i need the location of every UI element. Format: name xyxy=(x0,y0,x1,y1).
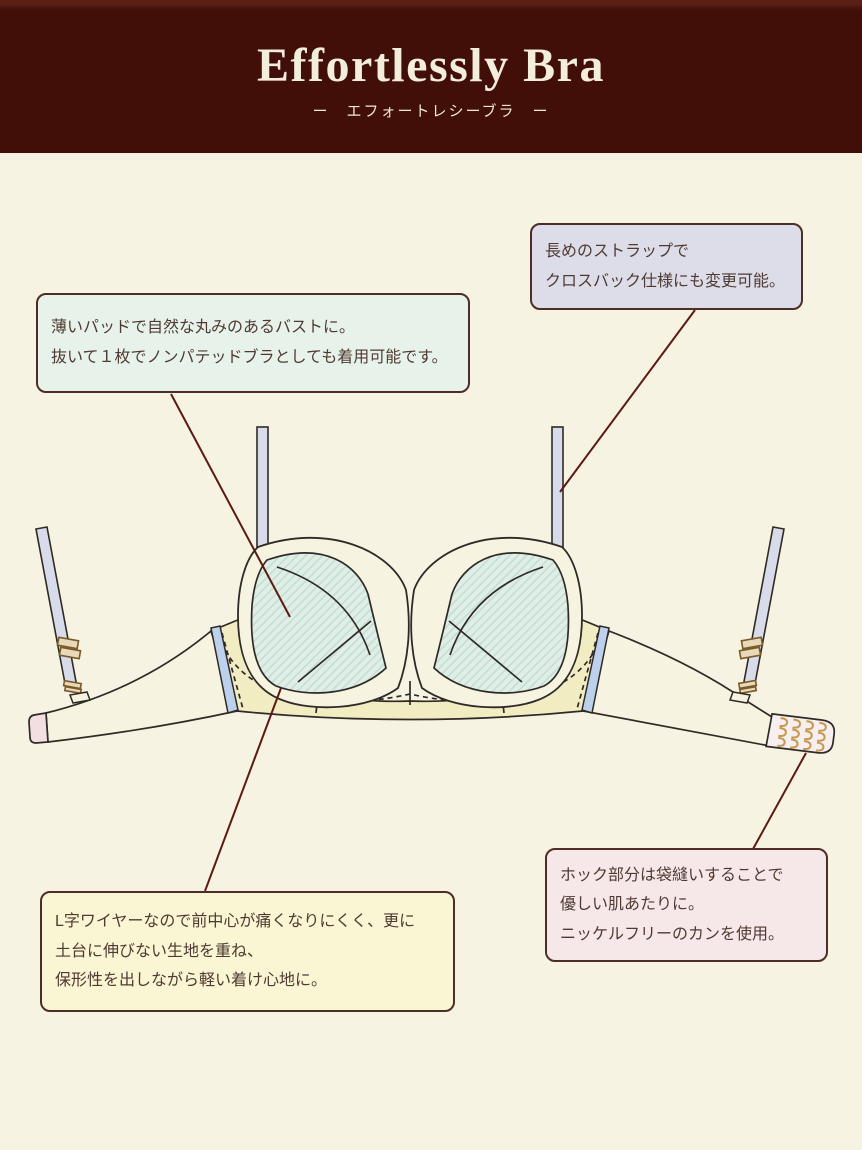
callout-leader-lines xyxy=(170,309,807,892)
left-cup xyxy=(237,537,410,709)
left-cup-seam-straight xyxy=(297,620,372,683)
left-cup-pad xyxy=(250,552,387,694)
callout-pad-line: 薄いパッドで自然な丸みのあるバストに。 xyxy=(51,319,356,337)
right-back-strap xyxy=(742,526,785,690)
callout-wire-line: 保形性を出しながら軽い着け心地に。 xyxy=(55,972,328,990)
right-side-stay xyxy=(581,625,610,714)
left-strap-tab xyxy=(68,691,92,704)
leader-strap xyxy=(559,309,696,493)
right-cup-seam-straight xyxy=(448,620,523,683)
callout-strap: 長めのストラップで クロスバック仕様にも変更可能。 xyxy=(530,223,803,310)
callout-hook-line: 優しい肌あたりに。 xyxy=(560,896,705,914)
callout-hook: ホック部分は袋縫いすることで 優しい肌あたりに。 ニッケルフリーのカンを使用。 xyxy=(545,848,828,962)
page-title: Effortlessly Bra xyxy=(257,39,605,92)
left-shoulder-strap xyxy=(256,426,269,555)
left-wing-pink-end xyxy=(28,712,49,744)
left-back-strap xyxy=(35,526,78,690)
left-side-stay xyxy=(210,625,239,714)
leader-pad xyxy=(170,393,291,618)
header: Effortlessly Bra ー エフォートレシーブラ ー xyxy=(0,0,862,153)
leader-hook xyxy=(752,752,807,850)
right-cup-seam-curved xyxy=(449,566,544,656)
callout-pad-line: 抜いて１枚でノンパテッドブラとしても着用可能です。 xyxy=(51,349,448,366)
callout-wire-line: L字ワイヤーなので前中心が痛くなりにくく、更に xyxy=(55,913,416,931)
callout-strap-line: 長めのストラップで xyxy=(545,242,690,260)
callout-wire: L字ワイヤーなので前中心が痛くなりにくく、更に 土台に伸びない生地を重ね、 保形… xyxy=(40,891,455,1012)
right-cup-pad xyxy=(433,552,570,694)
hook-plate xyxy=(765,712,836,754)
callout-pad: 薄いパッドで自然な丸みのあるバストに。 抜いて１枚でノンパテッドブラとしても着用… xyxy=(36,293,470,393)
hook-icons xyxy=(777,716,827,752)
left-strap-adjuster xyxy=(56,636,83,695)
callout-hook-line: ニッケルフリーのカンを使用。 xyxy=(560,925,785,943)
leader-wire xyxy=(204,687,282,892)
right-strap-tab xyxy=(728,691,752,704)
right-cup xyxy=(410,537,583,709)
right-strap-adjuster xyxy=(737,636,764,695)
callout-hook-line: ホック部分は袋縫いすることで xyxy=(560,866,784,884)
callout-strap-line: クロスバック仕様にも変更可能。 xyxy=(545,272,786,290)
callout-wire-line: 土台に伸びない生地を重ね、 xyxy=(55,942,264,960)
left-cup-seam-curved xyxy=(276,566,371,656)
page-subtitle: ー エフォートレシーブラ ー xyxy=(312,102,550,120)
